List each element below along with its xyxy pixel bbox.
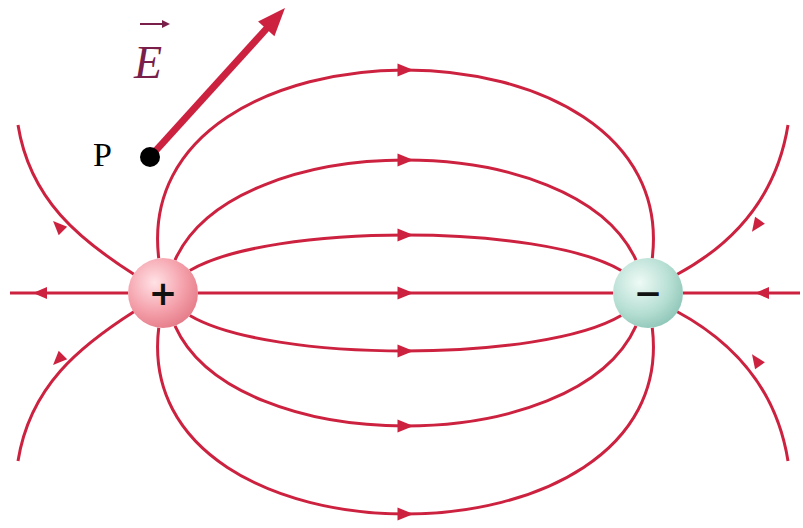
point-dot: [140, 147, 160, 167]
field-arrow: [33, 287, 47, 299]
arrowhead: [398, 508, 414, 521]
vector-head: [258, 1, 293, 37]
arrowhead: [398, 420, 414, 433]
arrowhead: [398, 229, 414, 242]
field-arrow: [755, 287, 769, 299]
arrowhead: [398, 345, 414, 358]
field-line: [190, 315, 621, 357]
field-arrow: [747, 351, 765, 369]
field-line: [158, 64, 654, 259]
field-line: [10, 292, 128, 295]
arrowhead: [398, 154, 414, 167]
field-symbol: E: [134, 40, 162, 86]
field-vector: [150, 27, 268, 157]
positive-charge: +: [128, 258, 198, 328]
field-line: [18, 125, 135, 275]
field-line: [198, 287, 613, 300]
field-line: [190, 229, 621, 271]
arrowhead: [398, 287, 414, 300]
field-line: [175, 326, 636, 433]
vector-accent-head: [162, 20, 170, 28]
field-arrow: [747, 217, 765, 235]
field-line: [676, 311, 788, 461]
field-line: [683, 292, 800, 295]
field-line: [676, 125, 788, 275]
charge-sign: −: [634, 276, 663, 310]
field-arrow: [49, 351, 67, 369]
negative-charge: −: [613, 258, 683, 328]
field-line: [158, 328, 654, 521]
field-line: [175, 154, 636, 261]
field-line: [18, 311, 135, 461]
charge-sign: +: [149, 276, 178, 310]
field-arrow: [49, 217, 67, 235]
point-label: P: [93, 138, 112, 172]
arrowhead: [398, 64, 414, 77]
